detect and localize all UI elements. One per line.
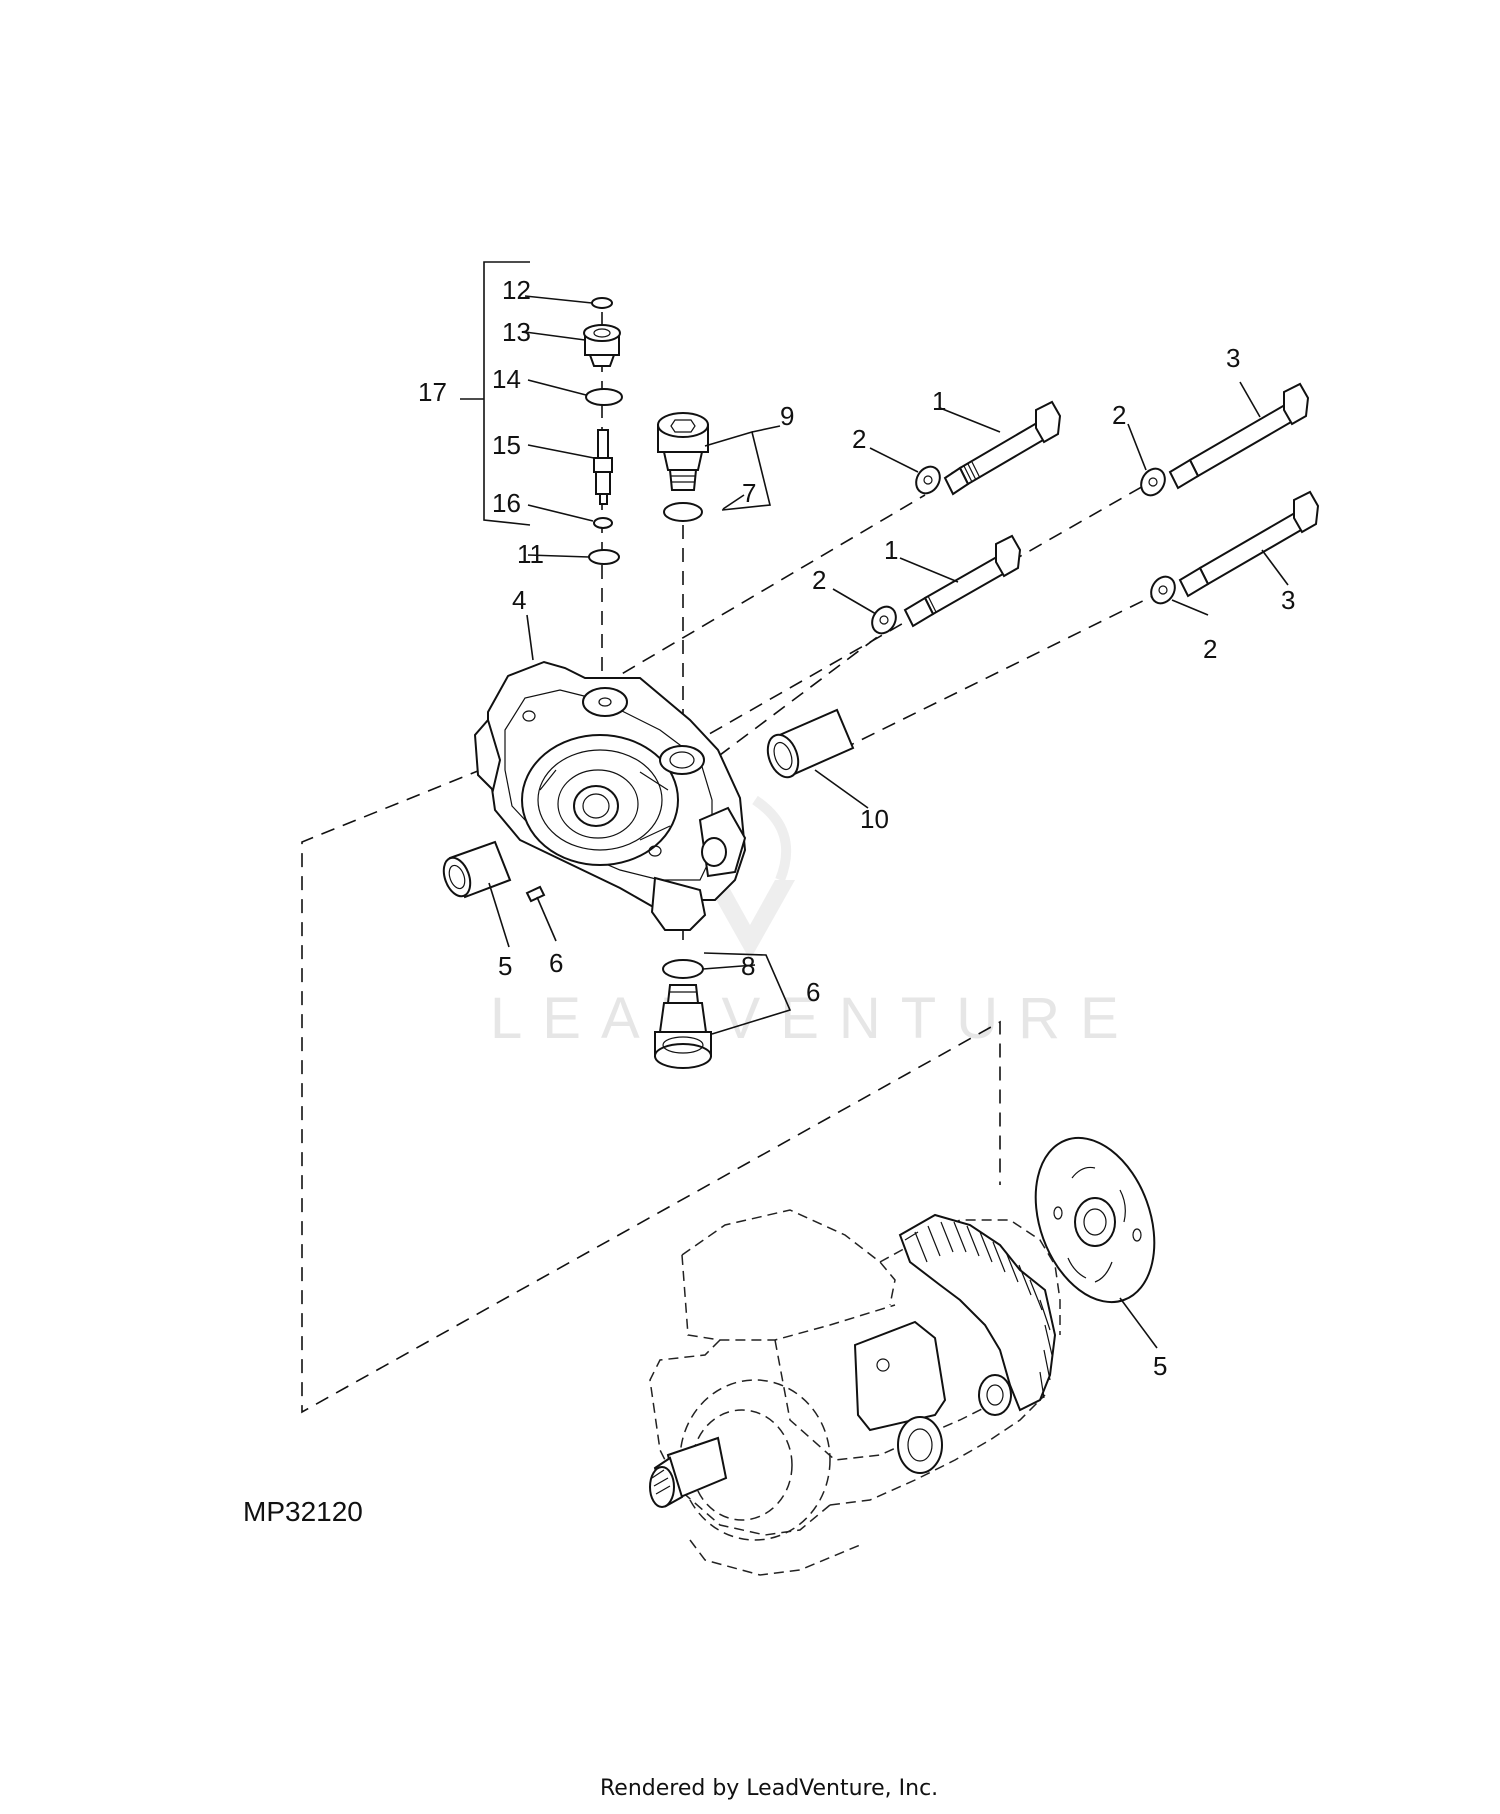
callout-5-lower: 8 [741, 951, 755, 981]
part-11-valve-stem [593, 429, 613, 505]
part-10-oring [585, 388, 623, 406]
part-1-bolt-upper [943, 400, 1062, 496]
callout-3-upper: 3 [1226, 343, 1240, 373]
callout-14: 5 [1153, 1351, 1167, 1381]
part-1-bolt-lower [903, 534, 1022, 628]
callout-8: 12 [502, 275, 531, 305]
bracket-6-lower [703, 952, 792, 1035]
callout-2-lower-left: 2 [812, 565, 826, 595]
callout-7: 11 [517, 539, 544, 569]
callout-9: 13 [502, 317, 531, 347]
part-6-check-valve-upper [657, 412, 709, 491]
part-16-pin [525, 885, 546, 903]
callout-1-lower: 1 [884, 535, 898, 565]
callout-11: 15 [492, 430, 521, 460]
callout-15: 5 [498, 951, 512, 981]
bracket-13 [460, 261, 531, 526]
bracket-6-upper [704, 430, 771, 511]
callout-6-upper: 9 [780, 401, 794, 431]
part-12-oring [593, 517, 613, 529]
callout-12: 16 [492, 488, 521, 518]
part-8-oring [591, 297, 613, 309]
callout-16: 6 [549, 948, 563, 978]
watermark-logo [705, 795, 795, 960]
callout-6-lower: 6 [806, 977, 820, 1007]
part-17-bearing [766, 708, 855, 779]
part-7-oring [588, 549, 620, 565]
part-15-bearing [442, 840, 512, 899]
part-3-bolt-lower [1178, 490, 1320, 598]
part-4-charge-pump-housing [473, 660, 747, 931]
callout-1-upper: 1 [932, 386, 946, 416]
part-5-oring-upper [663, 502, 703, 522]
diagram-reference-number: MP32120 [243, 1496, 363, 1527]
callout-2-lower-right: 2 [1203, 634, 1217, 664]
part-3-bolt-upper [1168, 382, 1310, 490]
callout-labels: 12 13 14 15 16 17 11 4 9 7 1 1 2 2 2 2 3… [418, 275, 1295, 1381]
watermark: LEADVENTURE [490, 986, 1139, 1051]
callout-4: 4 [512, 585, 526, 615]
render-credit: Rendered by LeadVenture, Inc. [600, 1776, 938, 1801]
part-6-check-valve-lower [654, 984, 712, 1069]
callout-17: 10 [860, 804, 889, 834]
callout-5-upper: 7 [742, 478, 756, 508]
part-9-plug [583, 324, 621, 367]
part-5-oring-lower [662, 959, 704, 979]
hydrostatic-pump-assembly [649, 1209, 1061, 1576]
part-14-valve-plate [1034, 1136, 1156, 1304]
callout-10: 14 [492, 364, 521, 394]
leader-lines [488, 295, 1289, 1349]
part-2-washers [871, 465, 1176, 635]
callout-2-upper-left: 2 [852, 424, 866, 454]
callout-2-upper-right: 2 [1112, 400, 1126, 430]
callout-3-lower: 3 [1281, 585, 1295, 615]
callout-13: 17 [418, 377, 447, 407]
